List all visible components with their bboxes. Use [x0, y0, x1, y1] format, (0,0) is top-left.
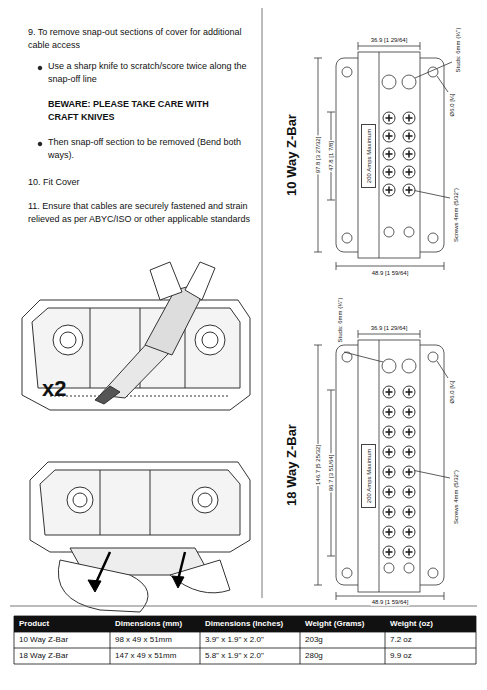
instruction-text: 11. Ensure that cables are securely fast…: [28, 200, 256, 226]
dimension-label: Ø6.0 [¼]: [449, 92, 456, 117]
dimension-label: 96.7 [3 51/64]: [328, 454, 335, 493]
dimension-label: Screws 4mm (5/32"): [453, 469, 460, 525]
dimension-label: 36.9 [1 29/64]: [370, 325, 409, 332]
instruction-bullets: [38, 66, 42, 146]
z-bar-10-drawing: [314, 42, 452, 270]
score-illustration: [22, 262, 250, 410]
table-cell: 147 x 49 x 51mm: [111, 649, 199, 663]
table-cell: 280g: [301, 649, 384, 663]
table-cell: Weight (Grams): [301, 617, 384, 631]
screw-terminals: [383, 386, 415, 558]
table-cell: 10 Way Z-Bar: [15, 633, 109, 647]
dimension-label: 47.8 [1 7/8]: [328, 140, 335, 172]
table-cell: Dimensions (Inches): [201, 617, 299, 631]
table-cell: 98 x 49 x 51mm: [111, 633, 199, 647]
column-divider: [262, 8, 263, 598]
instruction-text: x2: [42, 378, 66, 400]
dimension-label: Ø6.0 [¼]: [449, 379, 456, 404]
snap-off-illustration: [30, 462, 250, 612]
table-cell: 5.8" x 1.9" x 2.0": [201, 649, 299, 663]
dimension-label: Studs: 6mm (¼"): [455, 27, 462, 74]
instruction-text: Use a sharp knife to scratch/score twice…: [48, 60, 253, 86]
dimension-label: 10 Way Z-Bar: [285, 113, 299, 197]
table-cell: 3.9" x 1.9" x 2.0": [201, 633, 299, 647]
dimension-label: 146.7 [5 25/32]: [315, 444, 322, 486]
screw-terminals: [383, 112, 415, 196]
table-cell: 7.2 oz: [386, 633, 475, 647]
rating-text: 200 Amps Maximum: [366, 449, 372, 503]
instruction-text: 10. Fit Cover: [28, 176, 256, 189]
rating-text: 200 Amps Maximum: [366, 129, 372, 183]
table-cell: Dimensions (mm): [111, 617, 199, 631]
dimension-label: 18 Way Z-Bar: [285, 423, 299, 507]
dimension-label: 97.8 [3 27/32]: [315, 136, 322, 175]
dimension-label: 48.9 [1 59/64]: [371, 270, 410, 277]
table-grid: [14, 616, 476, 664]
dimension-label: Screws 4mm (5/32"): [453, 187, 460, 243]
table-cell: 203g: [301, 633, 384, 647]
table-header-band: [14, 616, 476, 632]
z-bar-18-drawing: [314, 330, 450, 600]
table-cell: Product: [15, 617, 109, 631]
table-cell: 9.9 oz: [386, 649, 475, 663]
instruction-text: Then snap-off section to be removed (Ben…: [48, 136, 253, 162]
instruction-text: 9. To remove snap-out sections of cover …: [28, 26, 256, 52]
dimension-label: Studs: 6mm (¼"): [337, 297, 344, 344]
dimension-label: 36.9 [1 29/64]: [370, 37, 409, 44]
bus-bar-strip: 200 Amps Maximum: [361, 124, 376, 188]
dimension-label: 48.9 [1 59/64]: [371, 599, 410, 606]
table-rule: [10, 606, 477, 607]
table-cell: 18 Way Z-Bar: [15, 649, 109, 663]
table-cell: Weight (oz): [386, 617, 475, 631]
instruction-text: BEWARE: PLEASE TAKE CARE WITH CRAFT KNIV…: [48, 98, 223, 124]
bus-bar-strip: 200 Amps Maximum: [361, 444, 376, 508]
